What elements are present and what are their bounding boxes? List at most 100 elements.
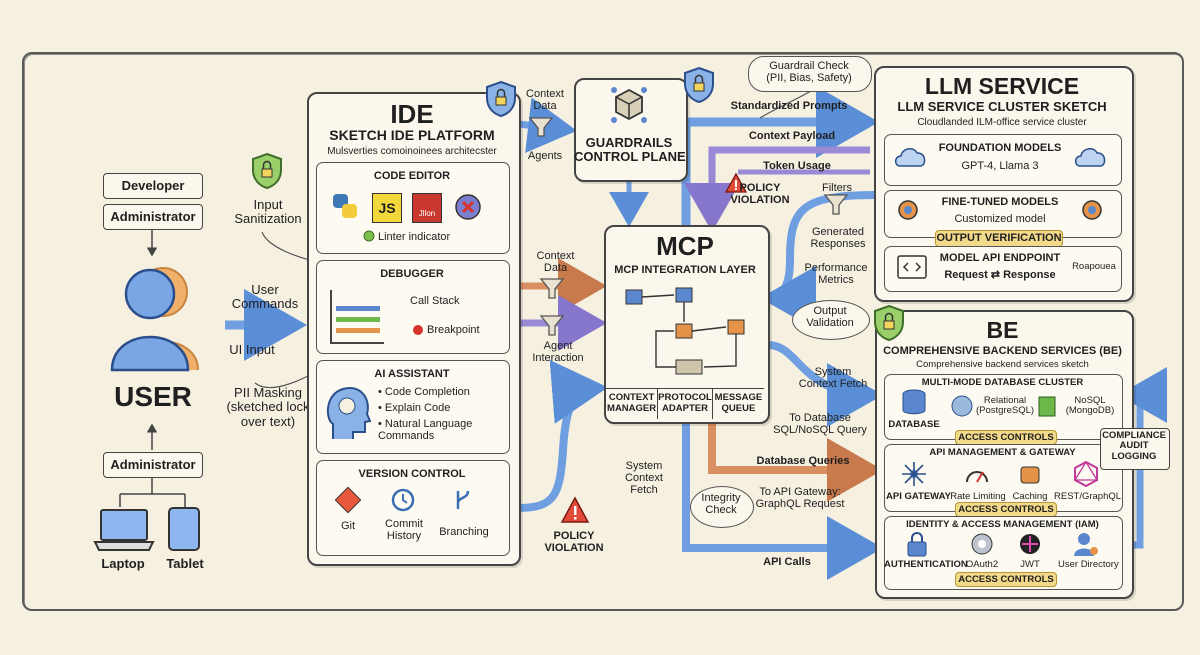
guardrail-check-label: Guardrail Check (PII, Bias, Safety) — [766, 60, 852, 85]
guardrails-title: GUARDRAILS CONTROL PLANE — [574, 135, 686, 165]
commit-history-icon — [391, 488, 415, 512]
user-commands-label: User Commands — [231, 282, 299, 312]
linter-indicator-label: Linter indicator — [378, 231, 451, 243]
debugger-title: DEBUGGER — [380, 268, 444, 280]
ai-head-icon — [326, 387, 372, 439]
be-subtitle: COMPREHENSIVE BACKEND SERVICES (BE) — [883, 345, 1122, 357]
mongodb-icon — [1038, 396, 1056, 417]
api-access-controls: ACCESS CONTROLS — [955, 502, 1057, 517]
postgresql-icon — [951, 395, 973, 417]
linter-check-icon — [363, 230, 375, 242]
git-label: Git — [340, 520, 356, 532]
breakpoint-icon — [413, 325, 423, 335]
foundation-models-list: GPT-4, Llama 3 — [961, 160, 1039, 172]
llm-subtitle: LLM SERVICE CLUSTER SKETCH — [897, 99, 1107, 114]
api-endpoint-side-label: Roapouea — [1072, 261, 1116, 272]
iam-access-controls: ACCESS CONTROLS — [955, 572, 1057, 587]
policy-violation-top: POLICY VIOLATION — [730, 182, 790, 207]
performance-metrics-label: Performance Metrics — [804, 262, 868, 287]
nosql-label: NoSQL (MongoDB) — [1065, 395, 1115, 417]
to-database-label: To Database SQL/NoSQL Query — [773, 412, 867, 437]
administrator-role-bottom: Administrator — [103, 452, 203, 478]
be-caption: Comprehensive backend services sketch — [916, 359, 1089, 370]
output-validation-label: Output Validation — [806, 305, 854, 330]
branching-icon — [456, 490, 470, 509]
llm-caption: Cloudlanded ILM-office service cluster — [917, 117, 1087, 128]
token-usage-label: Token Usage — [763, 160, 831, 172]
guardrails-shield-icon — [486, 80, 516, 118]
mcp-title: MCP — [656, 231, 714, 261]
debugger-graphic — [330, 290, 384, 344]
laptop-icon — [93, 509, 155, 551]
laptop-label: Laptop — [101, 556, 145, 571]
commit-history-label: Commit History — [385, 518, 423, 543]
user-title: USER — [114, 381, 192, 412]
branching-label: Branching — [439, 526, 489, 538]
gear-icon-left — [898, 200, 918, 220]
api-endpoint-desc: Request ⇄ Response — [944, 269, 1056, 281]
database-queries-label: Database Queries — [756, 455, 850, 467]
developer-role: Developer — [103, 173, 203, 199]
compliance-box — [1100, 428, 1170, 470]
agents-label: Agents — [527, 150, 563, 162]
integrity-check-bubble — [690, 486, 754, 528]
code-editor-title: CODE EDITOR — [373, 170, 451, 182]
database-icon — [902, 389, 926, 415]
oauth-icon — [971, 533, 993, 555]
output-validation-bubble — [792, 300, 870, 340]
filters-label: Filters — [822, 182, 852, 194]
user-avatar-icon — [110, 267, 199, 372]
jllon-icon: Jllon — [412, 193, 442, 223]
relational-label: Relational (PostgreSQL) — [975, 395, 1035, 417]
integrity-check-label: Integrity Check — [701, 492, 741, 517]
api-management-panel — [884, 444, 1123, 512]
ide-caption: Mulsverties comoinoinees architecster — [327, 146, 497, 157]
api-calls-label: API Calls — [763, 556, 811, 568]
cloud-icon-right — [1074, 148, 1106, 167]
ai-item-explain-code: • Explain Code — [378, 402, 451, 414]
rest-graphql-label: REST/GraphQL — [1054, 491, 1122, 502]
api-gateway-icon — [902, 462, 926, 486]
authentication-label: AUTHENTICATION — [884, 559, 968, 570]
shield-lock-icon — [252, 152, 282, 190]
diagram-frame — [22, 52, 1184, 611]
system-context-fetch-left: System Context Fetch — [625, 460, 663, 497]
api-endpoint-title: MODEL API ENDPOINT — [939, 252, 1061, 264]
database-cluster-title: MULTI-MODE DATABASE CLUSTER — [921, 377, 1084, 388]
administrator-role-top: Administrator — [103, 204, 203, 230]
caching-label: Caching — [1012, 491, 1048, 502]
mcp-flow-graphic — [625, 287, 745, 375]
mcp-subtitle: MCP INTEGRATION LAYER — [614, 264, 756, 276]
ai-assistant-title: AI ASSISTANT — [374, 368, 450, 380]
standardized-prompts-label: Standardized Prompts — [730, 100, 848, 112]
generated-responses-label: Generated Responses — [810, 226, 866, 251]
code-window-icon — [897, 255, 927, 279]
be-shield-icon — [874, 304, 904, 342]
context-payload-label: Context Payload — [748, 130, 836, 142]
mcp-footer: CONTEXT MANAGER PROTOCOL ADAPTER MESSAGE… — [606, 388, 764, 419]
jwt-icon — [1020, 534, 1040, 554]
ai-item-natural-language: • Natural Language Commands — [378, 418, 473, 443]
agent-interaction-label: Agent Interaction — [532, 340, 584, 365]
output-verification-badge: OUTPUT VERIFICATION — [935, 230, 1063, 247]
error-icon — [455, 194, 481, 220]
prompts-shield-icon — [684, 66, 714, 104]
protocol-adapter-label: PROTOCOL ADAPTER — [658, 389, 713, 419]
iam-title: IDENTITY & ACCESS MANAGEMENT (IAM) — [906, 519, 1099, 530]
rate-limiting-label: Rate Limiting — [950, 491, 1006, 502]
fine-tuned-title: FINE-TUNED MODELS — [941, 196, 1059, 208]
context-data-top-label: Context Data — [526, 88, 564, 113]
system-context-fetch-right: System Context Fetch — [798, 366, 868, 391]
breakpoint-label: Breakpoint — [427, 324, 480, 336]
api-management-title: API MANAGEMENT & GATEWAY — [929, 447, 1076, 458]
database-access-controls: ACCESS CONTROLS — [955, 430, 1057, 445]
ui-input-label: UI Input — [229, 342, 275, 357]
graphql-icon — [1073, 460, 1099, 488]
message-queue-label: MESSAGE QUEUE — [714, 392, 763, 414]
version-control-title: VERSION CONTROL — [358, 468, 466, 480]
cloud-icon-left — [894, 148, 926, 167]
compliance-label: COMPLIANCE AUDIT LOGGING — [1102, 430, 1166, 462]
javascript-icon: JS — [372, 193, 402, 223]
